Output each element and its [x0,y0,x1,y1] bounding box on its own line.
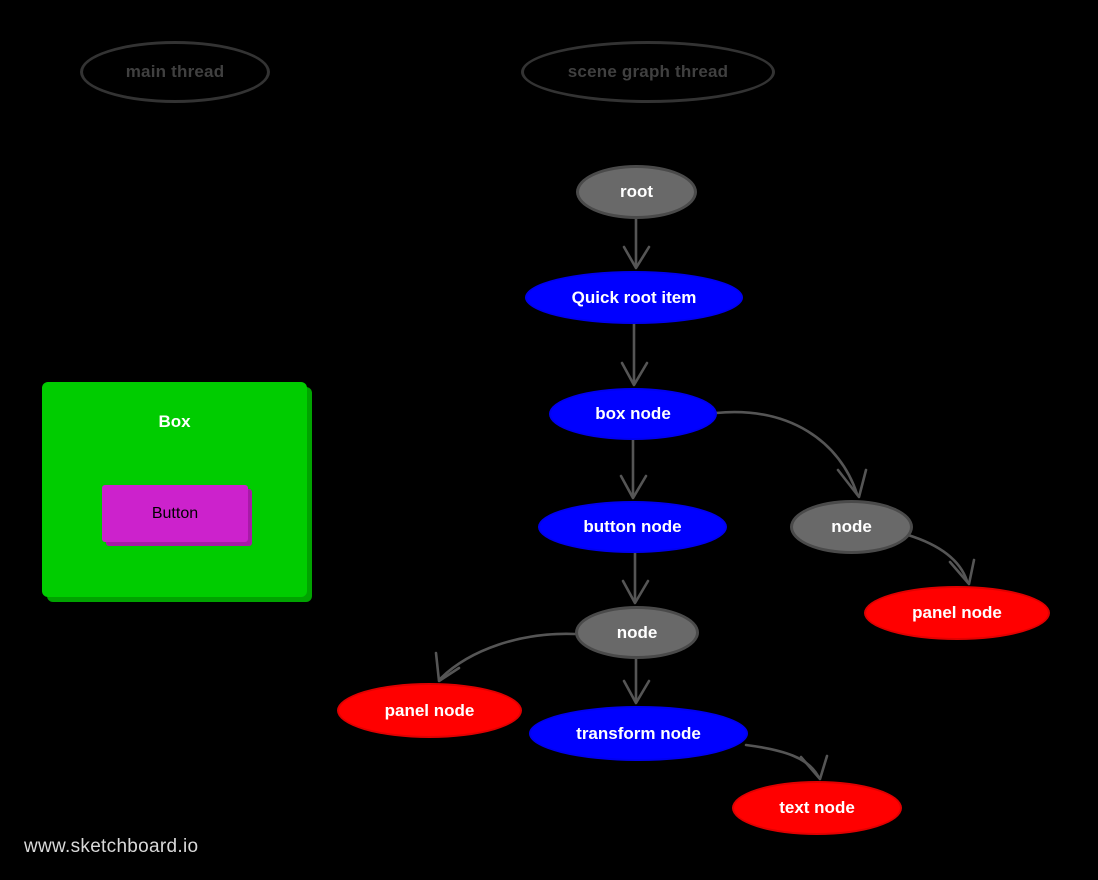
node-button-node-label: button node [583,517,682,536]
node-panel-node-left-label: panel node [384,700,475,720]
edge-node-lower-to-panel-node-left [434,632,577,683]
node-button-node[interactable]: button node [538,501,727,553]
green-box-label: Box [158,412,191,431]
edge-node-lower-to-transform-node [622,657,651,705]
node-panel-node-left[interactable]: panel node [337,683,522,738]
node-node-right-label: node [831,517,872,536]
lane-main-thread-label: main thread [125,62,225,81]
node-quick-root-item[interactable]: Quick root item [525,271,743,324]
node-node-lower[interactable]: node [575,606,699,659]
edge-root-to-quick-root-item [622,217,651,270]
lane-scene-graph-thread: scene graph thread [521,41,775,103]
edge-box-node-to-node-right [714,410,868,499]
node-root-label: root [619,182,654,201]
magenta-button-label: Button [151,504,199,522]
edge-transform-node-to-text-node [744,743,829,781]
magenta-button-shape[interactable]: Button [102,485,248,542]
watermark-text: www.sketchboard.io [24,836,199,857]
node-transform-node-label: transform node [576,723,701,743]
node-box-node[interactable]: box node [549,388,717,440]
node-box-node-label: box node [595,404,671,423]
edge-node-right-to-panel-node-right [906,533,976,586]
edge-quick-root-item-to-box-node [620,322,649,387]
node-quick-root-item-label: Quick root item [571,287,697,307]
lane-main-thread: main thread [80,41,270,103]
node-panel-node-right[interactable]: panel node [864,586,1050,640]
node-transform-node[interactable]: transform node [529,706,748,761]
node-node-lower-label: node [616,622,658,642]
edge-button-node-to-node-lower [621,551,650,605]
lane-scene-graph-thread-label: scene graph thread [567,62,729,81]
node-panel-node-right-label: panel node [912,603,1002,622]
node-node-right[interactable]: node [790,500,913,554]
watermark: www.sketchboard.io [24,836,198,858]
node-root[interactable]: root [576,165,697,219]
edge-box-node-to-button-node [619,438,648,500]
node-text-node-label: text node [779,798,855,817]
node-text-node[interactable]: text node [732,781,902,835]
